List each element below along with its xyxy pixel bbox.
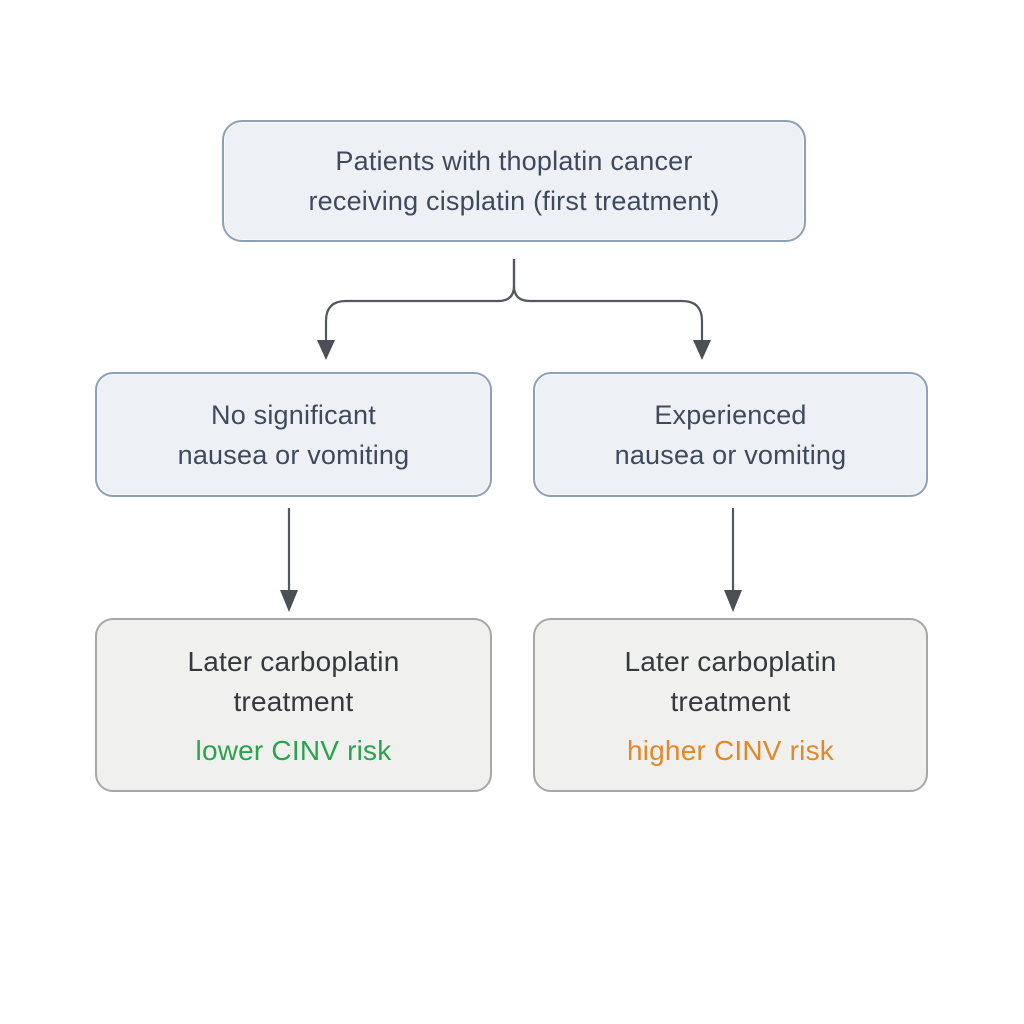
- node-experienced-nausea: Experienced nausea or vomiting: [533, 372, 928, 497]
- node-patients-root-label: Patients with thoplatin cancer receiving…: [308, 141, 719, 221]
- node-later-treatment-lower-line2: treatment: [233, 686, 354, 717]
- node-patients-root-line1: Patients with thoplatin cancer: [335, 146, 693, 176]
- node-experienced-nausea-line1: Experienced: [654, 399, 807, 430]
- node-no-nausea-label: No significant nausea or vomiting: [178, 395, 410, 475]
- arrowhead-right-down: [724, 590, 742, 612]
- arrowhead-left-down: [280, 590, 298, 612]
- node-experienced-nausea-label: Experienced nausea or vomiting: [615, 395, 847, 475]
- branch-connector-left: [324, 259, 516, 342]
- node-patients-root: Patients with thoplatin cancer receiving…: [222, 120, 806, 242]
- node-later-treatment-higher: Later carboplatin treatment higher CINV …: [533, 618, 928, 792]
- node-later-treatment-higher-label: Later carboplatin treatment higher CINV …: [625, 642, 837, 768]
- node-later-treatment-lower: Later carboplatin treatment lower CINV r…: [95, 618, 492, 792]
- node-later-treatment-lower-label: Later carboplatin treatment lower CINV r…: [188, 642, 400, 768]
- branch-connector-right: [512, 259, 704, 342]
- node-no-nausea-line2: nausea or vomiting: [177, 439, 410, 470]
- lower-cinv-risk-label: lower CINV risk: [195, 735, 392, 766]
- arrowhead-branch-left: [317, 340, 335, 360]
- higher-cinv-risk-label: higher CINV risk: [626, 735, 835, 766]
- node-experienced-nausea-line2: nausea or vomiting: [614, 439, 847, 470]
- node-later-treatment-lower-line1: Later carboplatin: [187, 646, 400, 677]
- arrowhead-branch-right: [693, 340, 711, 360]
- node-no-nausea: No significant nausea or vomiting: [95, 372, 492, 497]
- node-later-treatment-higher-line2: treatment: [670, 686, 791, 717]
- node-no-nausea-line1: No significant: [211, 399, 376, 430]
- node-patients-root-line2: receiving cisplatin (first treatment): [308, 186, 720, 216]
- node-later-treatment-higher-line1: Later carboplatin: [624, 646, 837, 677]
